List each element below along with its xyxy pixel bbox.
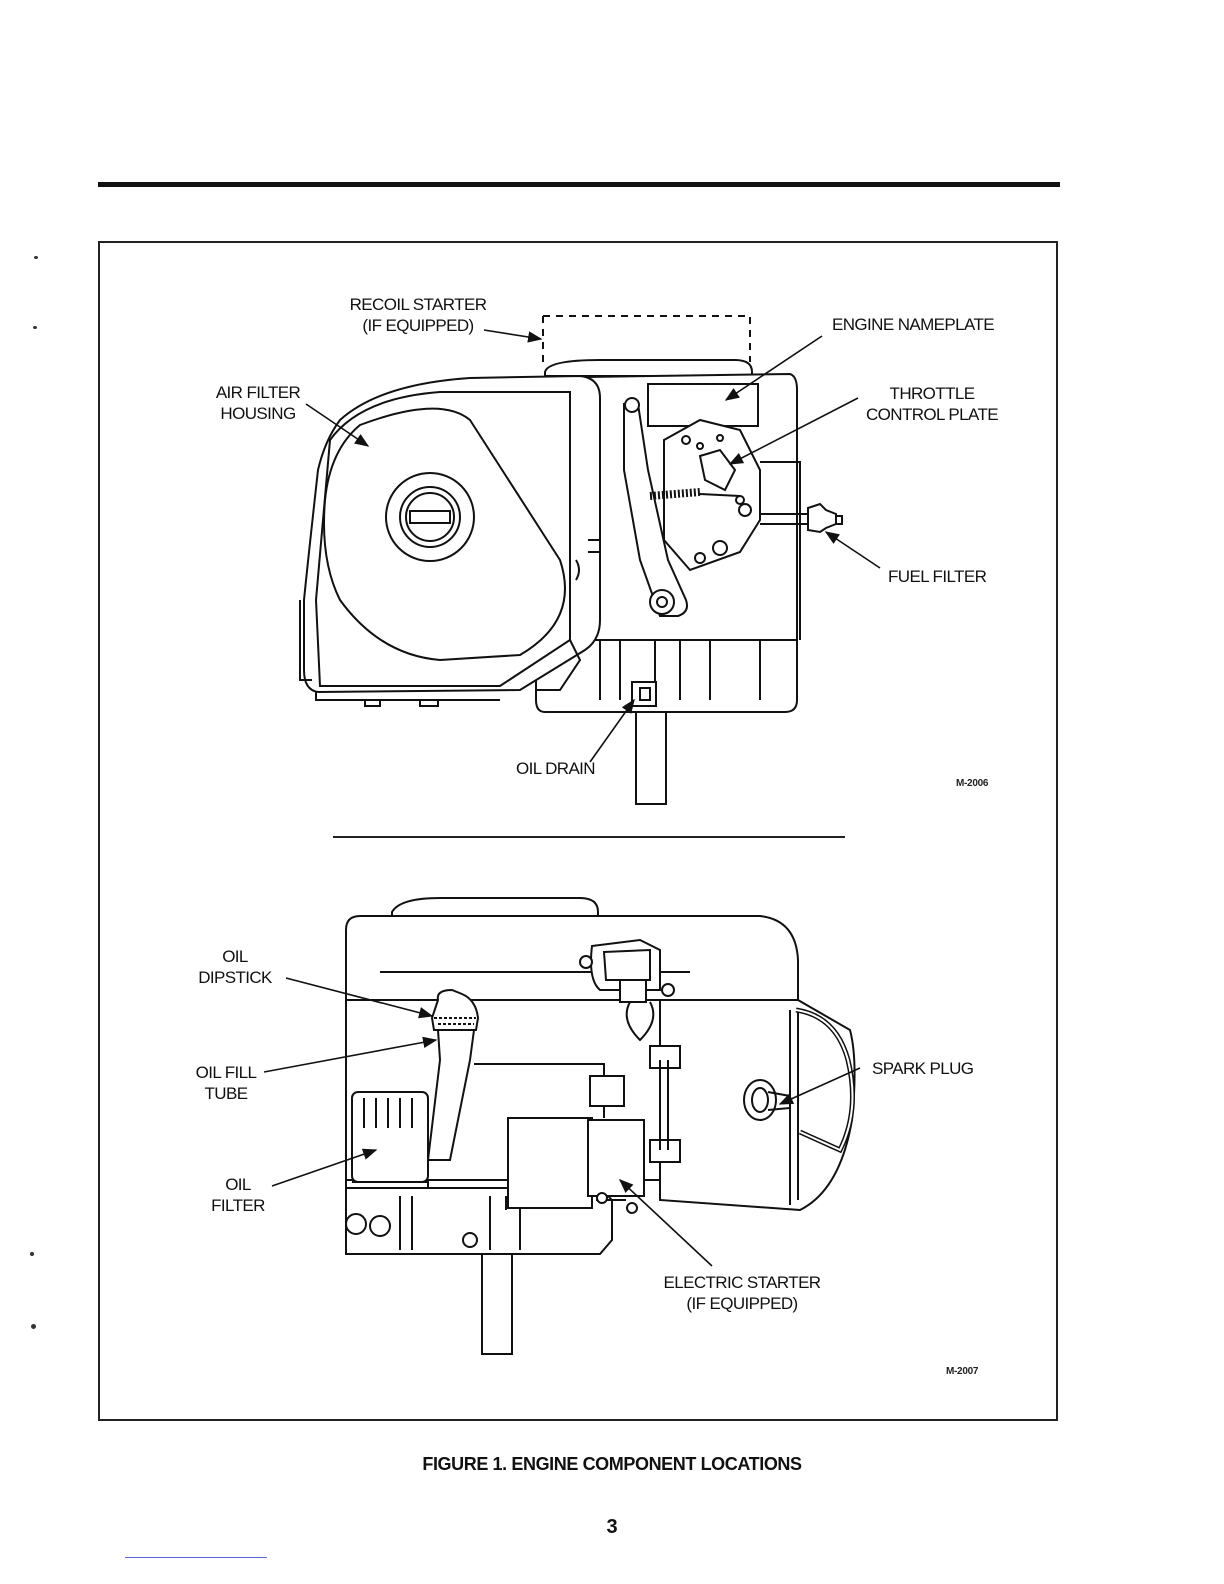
footer-rule: [125, 1557, 267, 1558]
oil-fill-tube: [428, 1030, 474, 1160]
output-shaft-top: [636, 712, 666, 804]
recoil-starter-outline: [543, 316, 750, 362]
page-number: 3: [0, 1516, 1224, 1539]
label-electric-starter-line1: ELECTRIC STARTER: [656, 1272, 828, 1293]
figure-caption: FIGURE 1. ENGINE COMPONENT LOCATIONS: [0, 1454, 1224, 1475]
label-throttle-line2: CONTROL PLATE: [860, 404, 1004, 425]
fuel-filter: [808, 504, 836, 532]
label-air-filter-housing: AIR FILTER HOUSING: [206, 382, 310, 424]
label-electric-starter: ELECTRIC STARTER (IF EQUIPPED): [656, 1272, 828, 1314]
label-oil-fill-line1: OIL FILL: [186, 1062, 266, 1083]
label-recoil-starter: RECOIL STARTER (IF EQUIPPED): [340, 294, 496, 336]
spark-plug: [744, 1080, 776, 1120]
electric-starter: [508, 1118, 592, 1208]
label-recoil-starter-line1: RECOIL STARTER: [340, 294, 496, 315]
label-oil-filter: OIL FILTER: [200, 1174, 276, 1216]
label-air-filter-line1: AIR FILTER: [206, 382, 310, 403]
label-recoil-starter-line2: (IF EQUIPPED): [340, 315, 496, 336]
figure-code-top: M-2006: [956, 778, 988, 789]
label-fuel-filter: FUEL FILTER: [888, 566, 986, 587]
label-oil-dipstick: OIL DIPSTICK: [190, 946, 280, 988]
label-oil-filter-line2: FILTER: [200, 1195, 276, 1216]
scan-speck: [34, 256, 38, 259]
engine-body-bottom: [346, 916, 798, 1000]
label-oil-drain: OIL DRAIN: [516, 758, 595, 779]
scan-speck: [30, 1252, 34, 1256]
label-oil-fill-tube: OIL FILL TUBE: [186, 1062, 266, 1104]
label-engine-nameplate: ENGINE NAMEPLATE: [832, 314, 994, 335]
label-oil-dipstick-line2: DIPSTICK: [190, 967, 280, 988]
label-oil-fill-line2: TUBE: [186, 1083, 266, 1104]
label-electric-starter-line2: (IF EQUIPPED): [656, 1293, 828, 1314]
scan-speck: [33, 326, 37, 329]
label-spark-plug: SPARK PLUG: [872, 1058, 973, 1079]
scan-speck: [31, 1324, 36, 1329]
label-oil-filter-line1: OIL: [200, 1174, 276, 1195]
label-throttle-control-plate: THROTTLE CONTROL PLATE: [860, 383, 1004, 425]
figure-code-bottom: M-2007: [946, 1366, 978, 1377]
label-throttle-line1: THROTTLE: [860, 383, 1004, 404]
label-air-filter-line2: HOUSING: [206, 403, 310, 424]
output-shaft-bottom: [482, 1254, 512, 1354]
label-oil-dipstick-line1: OIL: [190, 946, 280, 967]
top-engine-drawing: [300, 316, 842, 804]
